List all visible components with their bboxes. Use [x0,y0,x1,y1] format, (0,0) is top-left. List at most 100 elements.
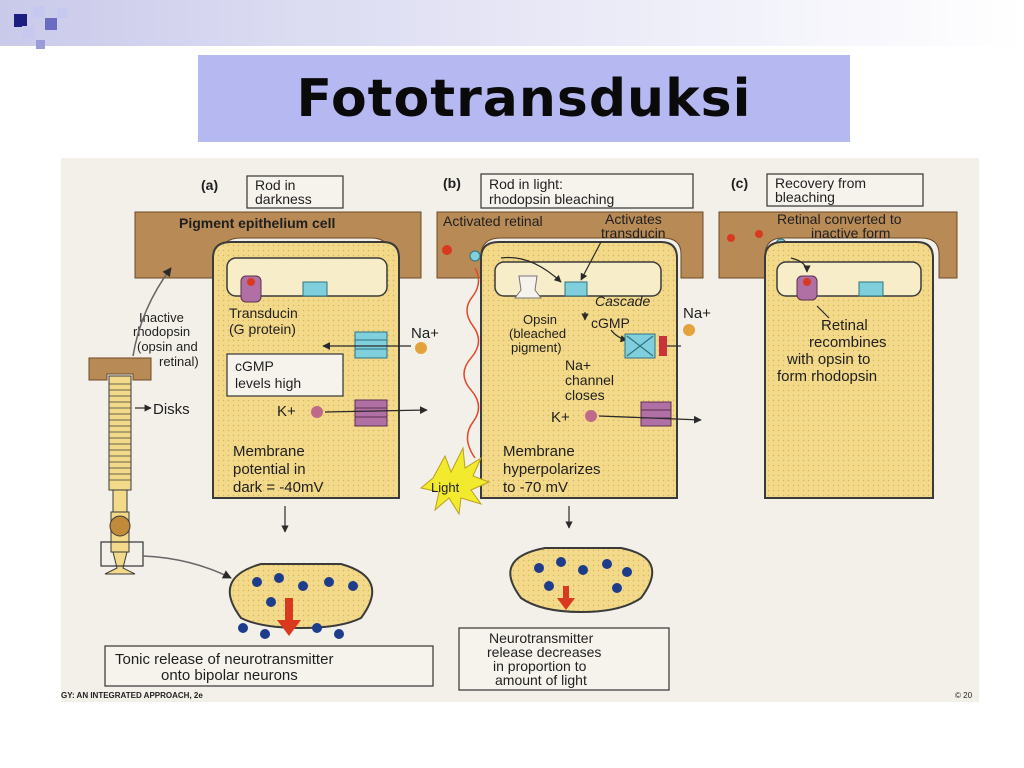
title-box: Fototransduksi [198,55,850,142]
channel-label-1: Na+ [565,357,591,373]
cgmp-label-b: cGMP [591,315,630,331]
panel-c-heading-line-2: bleaching [775,189,835,205]
bleached-opsin-b [514,275,542,299]
membrane-b-1: Membrane [503,443,575,460]
light-wave [463,267,480,459]
k-ion-a [311,406,323,418]
release-b-4: amount of light [495,672,587,688]
channel-block-b [659,336,667,356]
release-b-1: Neurotransmitter [489,630,594,646]
rhodopsin-label-2: rhodopsin [133,324,190,339]
na-label-a: Na+ [411,325,439,342]
membrane-a-3: dark = -40mV [233,479,323,496]
retinal-converted-1: Retinal converted to [777,211,902,227]
k-label-b: K+ [551,409,570,426]
k-label-a: K+ [277,403,296,420]
corner-square-light [33,6,45,18]
k-efflux-arrow-b [598,415,702,424]
rod-outer-segment-b [480,241,678,499]
rhodopsin-label-4: retinal) [159,354,199,369]
cascade-label: Cascade [595,293,650,309]
rod-cell-outer [108,375,132,491]
activates-label-2: transducin [601,225,666,241]
opsin-label-2: (bleached [509,326,566,341]
panel-b-heading-line-1: Rod in light: [489,176,563,192]
k-efflux-arrow-a [324,406,428,415]
credit-right: © 20 [955,691,973,700]
panel-a-heading-line-2: darkness [255,191,312,207]
vesicles-b [534,557,632,593]
transducin-c [858,281,884,297]
pigment-epithelium-label: Pigment epithelium cell [179,215,335,231]
corner-square-mid [36,40,45,49]
rod-cell-disks [109,383,131,481]
release-a-2: onto bipolar neurons [161,667,298,684]
recombines-4: form rhodopsin [777,368,877,385]
panel-b-heading-box [480,173,694,209]
header-band [0,0,1024,46]
retinal-converted-2: inactive form [811,225,890,241]
recombines-2: recombines [809,334,887,351]
panel-c-heading-box [766,173,924,207]
na-ion-b [683,324,695,336]
release-a-1: Tonic release of neurotransmitter [115,651,333,668]
transducin-b [564,281,588,297]
phototransduction-figure: (a) Rod in darkness Pigment epithelium c… [61,158,979,702]
light-burst-icon [419,446,491,516]
na-channel-a [354,331,388,359]
rod-outer-segment-c [764,241,934,499]
panel-b: (b) Rod in light: rhodopsin bleaching Ac… [419,173,711,691]
panel-c-heading-line-1: Recovery from [775,175,866,191]
corner-square-light [22,26,34,38]
recombines-3: with opsin to [786,351,870,368]
release-box-b [458,627,670,691]
channel-label-3: closes [565,387,605,403]
vesicles-a [238,573,358,639]
membrane-b-3: to -70 mV [503,479,568,496]
retinal-b [442,245,452,255]
synaptic-terminal-a [228,563,374,630]
transducin-label-1: Transducin [229,305,298,321]
k-ion-b [585,410,597,422]
panel-c: (c) Recovery from bleaching Retinal conv… [718,173,958,499]
rhodopsin-c [796,275,818,301]
release-arrow-b [557,586,575,610]
membrane-a-2: potential in [233,461,306,478]
release-b-3: in proportion to [493,658,587,674]
panel-a-letter: (a) [201,177,218,193]
rod-terminal-box [100,541,144,567]
membrane-a-1: Membrane [233,443,305,460]
disks-label: Disks [153,401,190,418]
channel-label-2: channel [565,372,614,388]
corner-square-blue [14,14,27,27]
slide-title: Fototransduksi [296,68,752,129]
panel-a: (a) Rod in darkness Pigment epithelium c… [88,175,439,687]
release-arrow-a [277,598,301,636]
opsin-label-1: Opsin [523,312,557,327]
rod-cell-pigment [88,357,152,381]
panel-c-letter: (c) [731,175,748,191]
panel-a-heading-line-1: Rod in [255,177,295,193]
corner-square-light [57,8,67,18]
phototransduction-diagram: (a) Rod in darkness Pigment epithelium c… [61,173,973,700]
release-b-2: release decreases [487,644,601,660]
light-label: Light [431,480,460,495]
cgmp-box [226,353,344,397]
opsin-label-3: pigment) [511,340,562,355]
panel-a-heading-box [246,175,344,209]
rhodopsin-label-1: Inactive [139,310,184,325]
k-channel-a [354,399,388,427]
cgmp-label-1: cGMP [235,358,274,374]
k-channel-b [640,401,672,427]
synaptic-terminal-b [509,547,654,614]
recombines-1: Retinal [821,317,868,334]
na-ion-a [415,342,427,354]
activates-label-1: Activates [605,211,662,227]
credit-left: GY: AN INTEGRATED APPROACH, 2e [61,691,203,700]
retinal-a [247,278,255,286]
cgmp-label-2: levels high [235,375,301,391]
transducin-a [302,281,328,297]
panel-b-heading-line-2: rhodopsin bleaching [489,191,614,207]
rod-cell-nucleus [109,515,131,537]
release-box-a [104,645,434,687]
